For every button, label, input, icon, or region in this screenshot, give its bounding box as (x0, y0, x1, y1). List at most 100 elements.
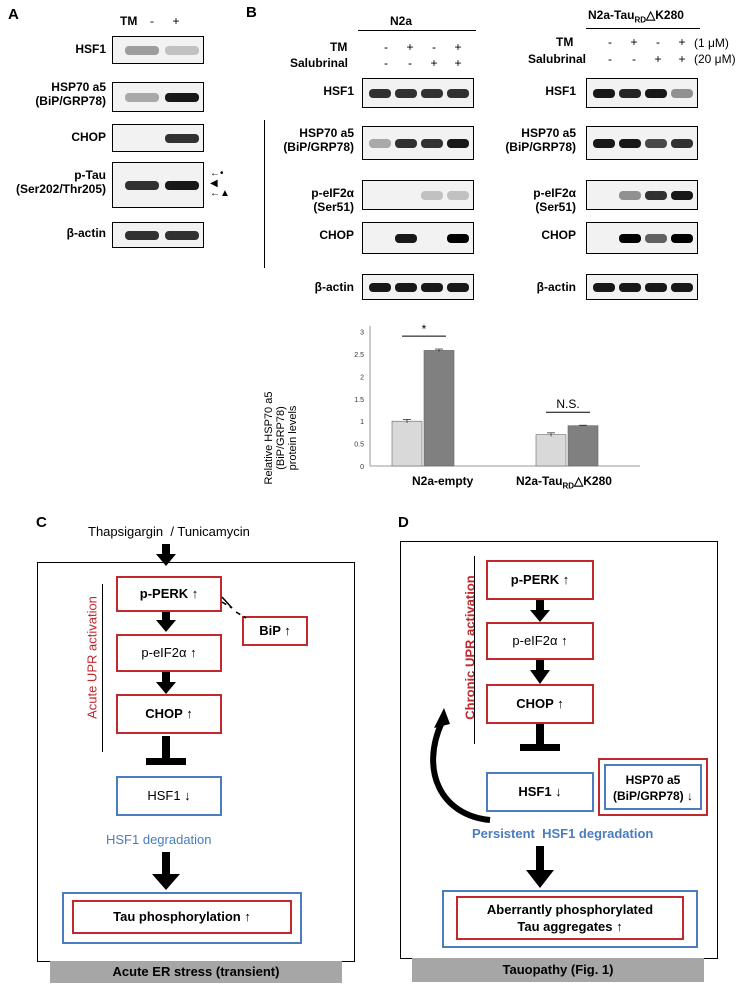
bl-band (447, 283, 469, 292)
bl-band (447, 191, 469, 200)
a-band (165, 231, 199, 240)
a-blot-0 (112, 36, 204, 64)
b-sign: - (432, 40, 436, 54)
br-band (619, 89, 641, 98)
ns-label: N.S. (556, 397, 579, 411)
d-hsp: HSP70 a5 (BiP/GRP78) ↓ (604, 764, 702, 810)
b-sign: - (384, 40, 388, 54)
cat-label-1: N2a-empty (412, 474, 474, 488)
y-tick-label: 2.5 (354, 352, 364, 359)
b-sign: - (608, 52, 612, 66)
b-sign: - (408, 56, 412, 70)
b-sign: + (678, 52, 686, 66)
br-band (593, 89, 615, 98)
dose-tm: (1 μM) (694, 36, 729, 50)
tm-sign-1: - (150, 14, 154, 28)
bl-blot-label-4: β-actin (314, 280, 354, 294)
bl-blot-4 (362, 274, 474, 300)
bl-blot-0 (362, 78, 474, 108)
bl-band (447, 234, 469, 243)
tm-row-label-right: TM (556, 35, 574, 49)
bl-band (395, 283, 417, 292)
tm-sign-2: + (172, 14, 180, 28)
c-side-line (102, 584, 103, 752)
br-blot-label-0: HSF1 (545, 84, 576, 98)
bl-blot-label-0: HSF1 (323, 84, 354, 98)
y-tick-label: 0 (360, 464, 364, 471)
br-band (645, 89, 667, 98)
d-perk: p-PERK ↑ (486, 560, 594, 600)
d-chop: CHOP ↑ (486, 684, 594, 724)
b-sign: + (454, 40, 462, 54)
a-band (125, 231, 159, 240)
d-footer: Tauopathy (Fig. 1) (412, 958, 704, 982)
panel-a-label: A (8, 6, 19, 23)
bl-blot-label-3: CHOP (319, 228, 354, 242)
y-tick-label: 1 (360, 419, 364, 426)
bl-band (369, 89, 391, 98)
a-blot-label-0: HSF1 (75, 42, 106, 56)
b-sign: - (384, 56, 388, 70)
bl-blot-label-1: HSP70 a5 (BiP/GRP78) (283, 126, 354, 154)
a-band (165, 46, 199, 55)
bl-band (395, 139, 417, 148)
sal-row-label-right: Salubrinal (528, 52, 587, 66)
b-sign: + (430, 56, 438, 70)
b-sign: - (632, 52, 636, 66)
c-footer: Acute ER stress (transient) (50, 961, 342, 983)
a-band (165, 181, 199, 190)
c-perk: p-PERK ↑ (116, 576, 222, 612)
br-band (619, 283, 641, 292)
br-band (645, 234, 667, 243)
bar (423, 350, 455, 467)
a-band-arrow-1: ◀ (210, 178, 218, 189)
b-sign: + (678, 35, 686, 49)
bl-band (421, 89, 443, 98)
bl-band (447, 89, 469, 98)
br-band (671, 139, 693, 148)
d-tau-line2: Tau aggregates ↑ (517, 919, 623, 934)
bar (535, 434, 567, 467)
n2a-header: N2a (390, 14, 413, 28)
bl-band (421, 191, 443, 200)
c-tau: Tau phosphorylation ↑ (72, 900, 292, 934)
br-band (619, 234, 641, 243)
b-sign: - (656, 35, 660, 49)
br-blot-3 (586, 222, 698, 254)
d-tau-line1: Aberrantly phosphorylated (486, 902, 654, 917)
b-sign: + (454, 56, 462, 70)
bl-band (447, 139, 469, 148)
tm-label: TM (120, 14, 138, 28)
br-band (619, 191, 641, 200)
br-band (671, 283, 693, 292)
bl-blot-2 (362, 180, 474, 210)
b-sign: + (630, 35, 638, 49)
a-blot-2 (112, 124, 204, 152)
br-blot-label-4: β-actin (536, 280, 576, 294)
a-band (165, 134, 199, 143)
tau-header-line (586, 28, 700, 29)
a-band (125, 93, 159, 102)
br-blot-0 (586, 78, 698, 108)
a-blot-label-4: β-actin (66, 226, 106, 240)
a-band-arrow-0: ←• (210, 168, 224, 179)
br-blot-label-1: HSP70 a5 (BiP/GRP78) (505, 126, 576, 154)
sig-star: * (422, 322, 427, 336)
br-blot-2 (586, 180, 698, 210)
bl-band (395, 234, 417, 243)
c-degr: HSF1 degradation (106, 832, 212, 847)
br-band (671, 191, 693, 200)
bl-blot-3 (362, 222, 474, 254)
br-blot-4 (586, 274, 698, 300)
br-band (645, 139, 667, 148)
y-tick-label: 2 (360, 374, 364, 381)
br-band (645, 191, 667, 200)
b-sign: - (608, 35, 612, 49)
c-top-text: Thapsigargin / Tunicamycin (88, 524, 250, 539)
panel-d-label: D (398, 514, 409, 531)
a-band (165, 93, 199, 102)
cat-label-2: N2a-TauRD△K280 (516, 474, 612, 491)
d-side-line (474, 556, 475, 744)
b-sign: + (406, 40, 414, 54)
